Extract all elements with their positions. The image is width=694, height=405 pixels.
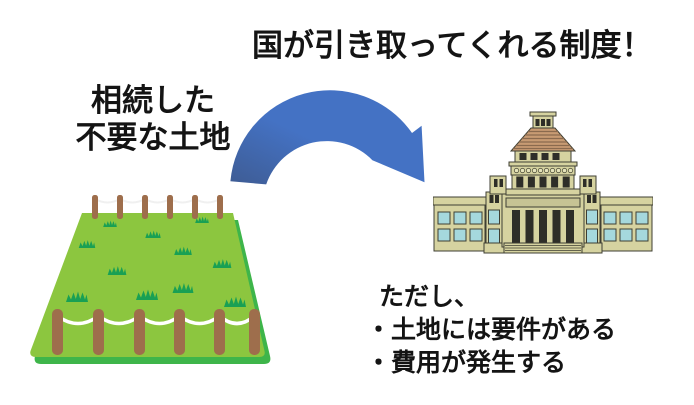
caveat-item: ・土地には要件がある	[366, 316, 617, 344]
source-land-label: 相続した 不要な土地	[42, 82, 264, 156]
building-pyramid-roof	[509, 127, 577, 152]
building-left-pier	[483, 191, 505, 254]
building-left-wing	[433, 196, 487, 252]
building-central-block	[501, 192, 585, 254]
source-land-label-line2: 不要な土地	[75, 120, 231, 155]
curved-arrow-shape	[230, 90, 425, 185]
building-cupola	[529, 111, 557, 129]
source-land-label-line1: 相続した	[91, 83, 215, 118]
curved-arrow-icon	[230, 90, 425, 185]
caveats-heading: ただし、	[379, 283, 480, 311]
building-colonnade-circles	[510, 165, 576, 176]
caveats-note: ただし、 ・土地には要件がある ・費用が発生する	[366, 281, 616, 380]
caveat-item: ・費用が発生する	[366, 349, 567, 377]
vacant-land-icon	[30, 195, 271, 364]
back-fence-rope	[94, 197, 221, 204]
page-title: 国が引き取ってくれる制度！	[252, 28, 653, 63]
back-fence	[92, 195, 223, 219]
front-fence	[52, 309, 260, 355]
building-right-pier	[581, 191, 603, 254]
building-right-wing	[599, 196, 653, 252]
building-central-tower	[489, 111, 597, 196]
government-building-icon	[433, 111, 653, 254]
